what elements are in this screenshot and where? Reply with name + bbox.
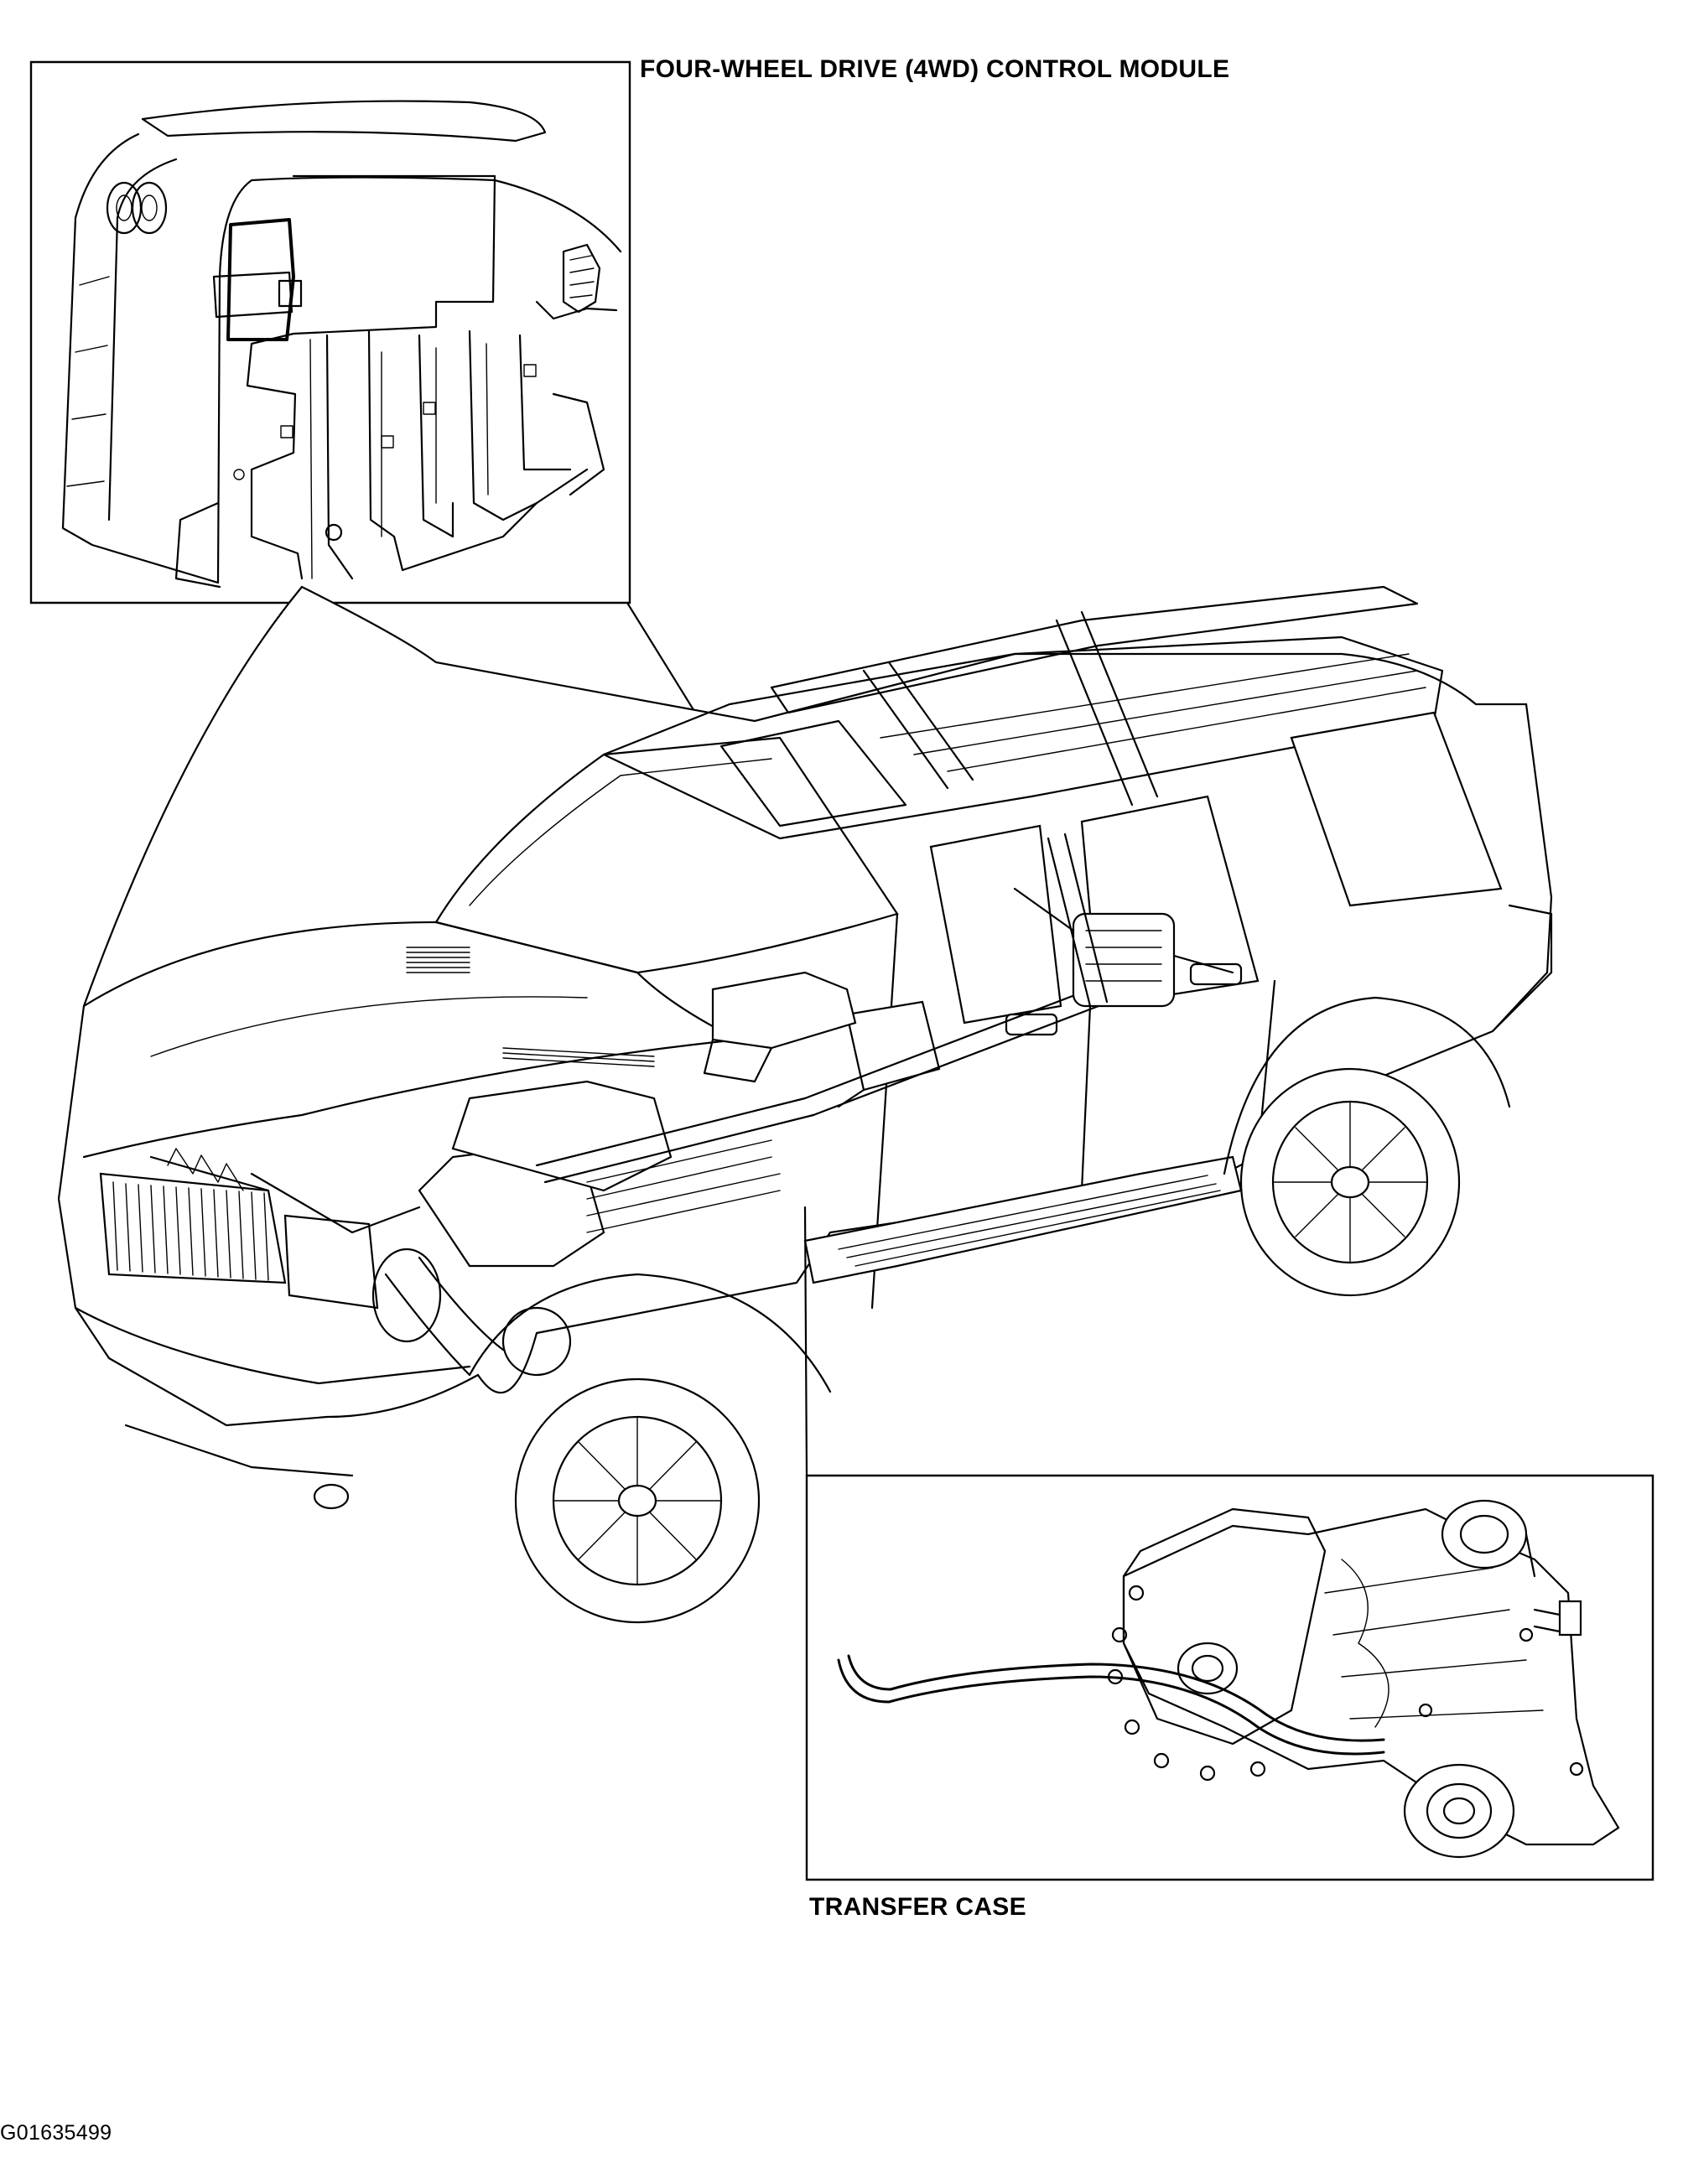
driveline xyxy=(151,889,1233,1375)
figure-id: G01635499 xyxy=(0,2121,112,2145)
cowl-vent xyxy=(407,947,654,1066)
vehicle-drawing xyxy=(59,587,1551,1622)
rear-wheel xyxy=(1241,1069,1459,1295)
inset-frame-module xyxy=(31,62,630,603)
control-module-inset xyxy=(31,62,630,603)
transfer-case-drawing xyxy=(839,1501,1618,1857)
transfer-case-inset xyxy=(807,1476,1653,1880)
dashboard-drawing xyxy=(63,101,621,587)
front-wheel xyxy=(516,1379,759,1622)
transfer-case-label: TRANSFER CASE xyxy=(809,1893,1026,1921)
control-module-label: FOUR-WHEEL DRIVE (4WD) CONTROL MODULE xyxy=(640,55,1230,83)
leader-line-transfer-case xyxy=(805,1207,807,1476)
flange-bolts xyxy=(1109,1586,1582,1780)
